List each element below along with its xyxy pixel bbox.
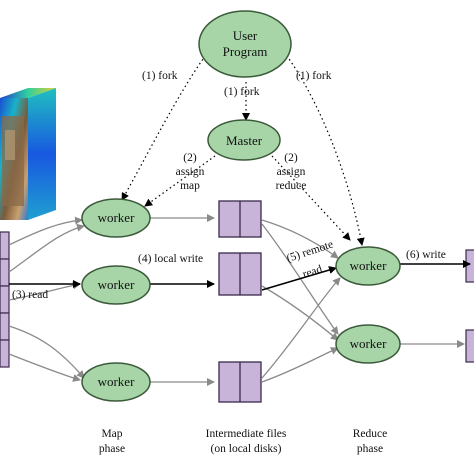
read-label: (3) read: [12, 289, 48, 301]
map-phase-caption-line2: phase: [99, 443, 125, 455]
output-files: [465, 249, 474, 363]
file1-to-reduce1-arrow: [261, 219, 339, 259]
file1-to-reduce2-arrow: [261, 223, 339, 335]
data-cube-image: [0, 88, 56, 220]
file3-to-reduce1-arrow: [261, 277, 341, 379]
split-to-worker3-arrow-b: [8, 353, 81, 382]
remote-read-arrow: [261, 266, 337, 291]
assign-map-label-line2: assign: [176, 166, 205, 178]
reduce-worker-2-label: worker: [350, 336, 387, 351]
map-worker-3: worker: [81, 362, 151, 402]
assign-reduce-label-line3: reduce: [276, 180, 307, 192]
reduce-worker-2: worker: [335, 324, 401, 364]
intermediate-file-1: [218, 200, 262, 238]
control-arrows: [121, 51, 365, 246]
input-split-2: [0, 258, 10, 287]
map-worker-3-label: worker: [98, 374, 135, 389]
output-file-2: [465, 329, 474, 363]
user-program-label-line2: Program: [223, 44, 268, 59]
input-split-3: [0, 285, 10, 314]
master-node: Master: [207, 119, 281, 161]
master-label: Master: [226, 133, 263, 148]
intermediate-files: [218, 200, 262, 403]
input-files: [0, 231, 10, 368]
assign-map-arrow: [144, 155, 216, 207]
fork-arrow-to-reduce-worker: [283, 51, 365, 246]
split-to-worker3-arrow: [8, 325, 85, 379]
fork-arrow-to-map-worker: [121, 51, 209, 201]
fork-label-right: (1) fork: [296, 70, 332, 82]
file3-to-reduce2-arrow: [261, 347, 339, 383]
map-worker-2-label: worker: [98, 277, 135, 292]
reduce-worker-1: worker: [335, 246, 401, 286]
reduce-worker-1-label: worker: [350, 258, 387, 273]
intermediate-caption-line1: Intermediate files: [206, 428, 287, 440]
intermediate-file-3: [218, 361, 262, 403]
assign-reduce-label-line2: assign: [277, 166, 306, 178]
phase-captions: Map phase Intermediate files (on local d…: [99, 428, 387, 455]
split-to-worker1-arrow: [8, 216, 83, 246]
input-split-4: [0, 312, 10, 341]
fork-label-mid: (1) fork: [224, 86, 260, 98]
user-program-node: User Program: [198, 10, 292, 78]
black-data-arrows: [9, 260, 471, 291]
map-phase-caption-line1: Map: [101, 428, 122, 440]
assign-map-label-line3: map: [180, 180, 200, 192]
assign-reduce-label-line1: (2): [284, 152, 298, 164]
write-label: (6) write: [406, 249, 446, 261]
intermediate-file-2: [218, 252, 262, 296]
data-flow-arrows: [8, 214, 465, 386]
map-worker-1-label: worker: [98, 210, 135, 225]
split-to-worker1-arrow-b: [8, 223, 85, 273]
input-split-5: [0, 339, 10, 368]
remote-read-label-line2: read: [301, 263, 324, 281]
local-write-label: (4) local write: [138, 253, 203, 265]
reduce-phase-caption-line1: Reduce: [353, 428, 387, 440]
output-file-1: [465, 249, 474, 283]
fork-label-left: (1) fork: [142, 70, 178, 82]
intermediate-caption-line2: (on local disks): [211, 443, 282, 455]
file2-to-reduce2-arrow: [261, 285, 339, 341]
input-split-1: [0, 231, 10, 260]
map-worker-2: worker: [81, 265, 151, 305]
user-program-label-line1: User: [233, 28, 258, 43]
remote-read-label-line1: (5) remote: [285, 239, 335, 265]
assign-map-label-line1: (2): [183, 152, 197, 164]
assign-reduce-arrow: [271, 155, 351, 241]
map-worker-1: worker: [81, 198, 151, 238]
reduce-phase-caption-line2: phase: [357, 443, 383, 455]
